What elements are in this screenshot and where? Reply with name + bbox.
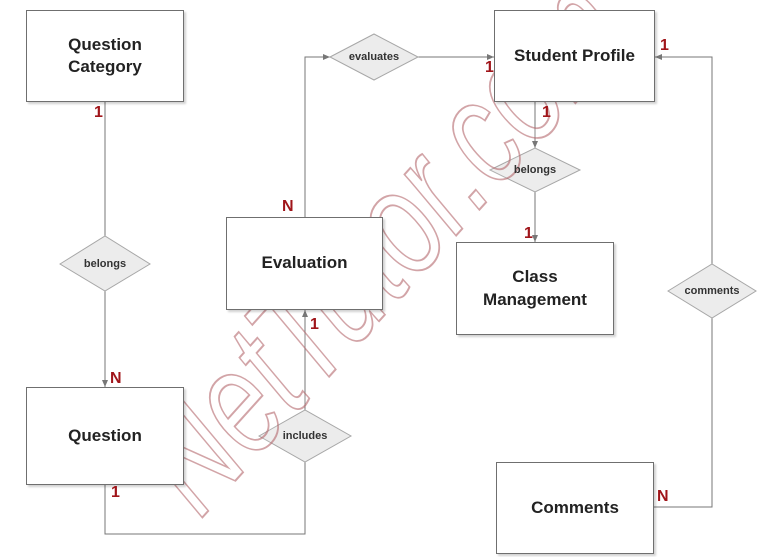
entity-student-profile: Student Profile: [494, 10, 655, 102]
cardinality-question-bottom: 1: [111, 484, 120, 501]
relationship-shapes: [59, 33, 757, 463]
belongs-left-diamond: [59, 235, 151, 292]
connector-comments-rel-sp: [655, 54, 713, 264]
connector-question-includes: [104, 462, 306, 535]
connector-comments-comments-rel: [654, 318, 713, 508]
evaluates-diamond: [328, 33, 420, 81]
cardinality-class-management-top: 1: [524, 225, 533, 242]
cardinality-comments-right: N: [657, 488, 669, 505]
entity-class-management: Class Management: [456, 242, 614, 335]
cardinality-question-top: N: [110, 370, 122, 387]
connector-eval-evaluates: [304, 54, 330, 217]
cardinality-student-profile-left: 1: [485, 59, 494, 76]
entity-comments: Comments: [496, 462, 654, 554]
cardinality-question-category: 1: [94, 104, 103, 121]
relationship-evaluates-label: evaluates: [348, 51, 400, 63]
relationship-comments-label: comments: [684, 285, 740, 297]
connectors: [102, 54, 713, 535]
relationship-belongs-top-label: belongs: [513, 164, 557, 176]
cardinality-evaluation-top: N: [282, 198, 294, 215]
entity-evaluation: Evaluation: [226, 217, 383, 310]
relationship-includes-label: includes: [282, 430, 328, 442]
cardinality-evaluation-bottom: 1: [310, 316, 319, 333]
cardinality-student-profile-right: 1: [660, 37, 669, 54]
relationship-belongs-left-label: belongs: [83, 258, 127, 270]
cardinality-student-profile-bottom: 1: [542, 104, 551, 121]
includes-diamond: [257, 409, 353, 463]
entity-question-category: Question Category: [26, 10, 184, 102]
entity-question: Question: [26, 387, 184, 485]
belongs-top-diamond: [488, 147, 582, 193]
comments-diamond: [667, 263, 757, 319]
